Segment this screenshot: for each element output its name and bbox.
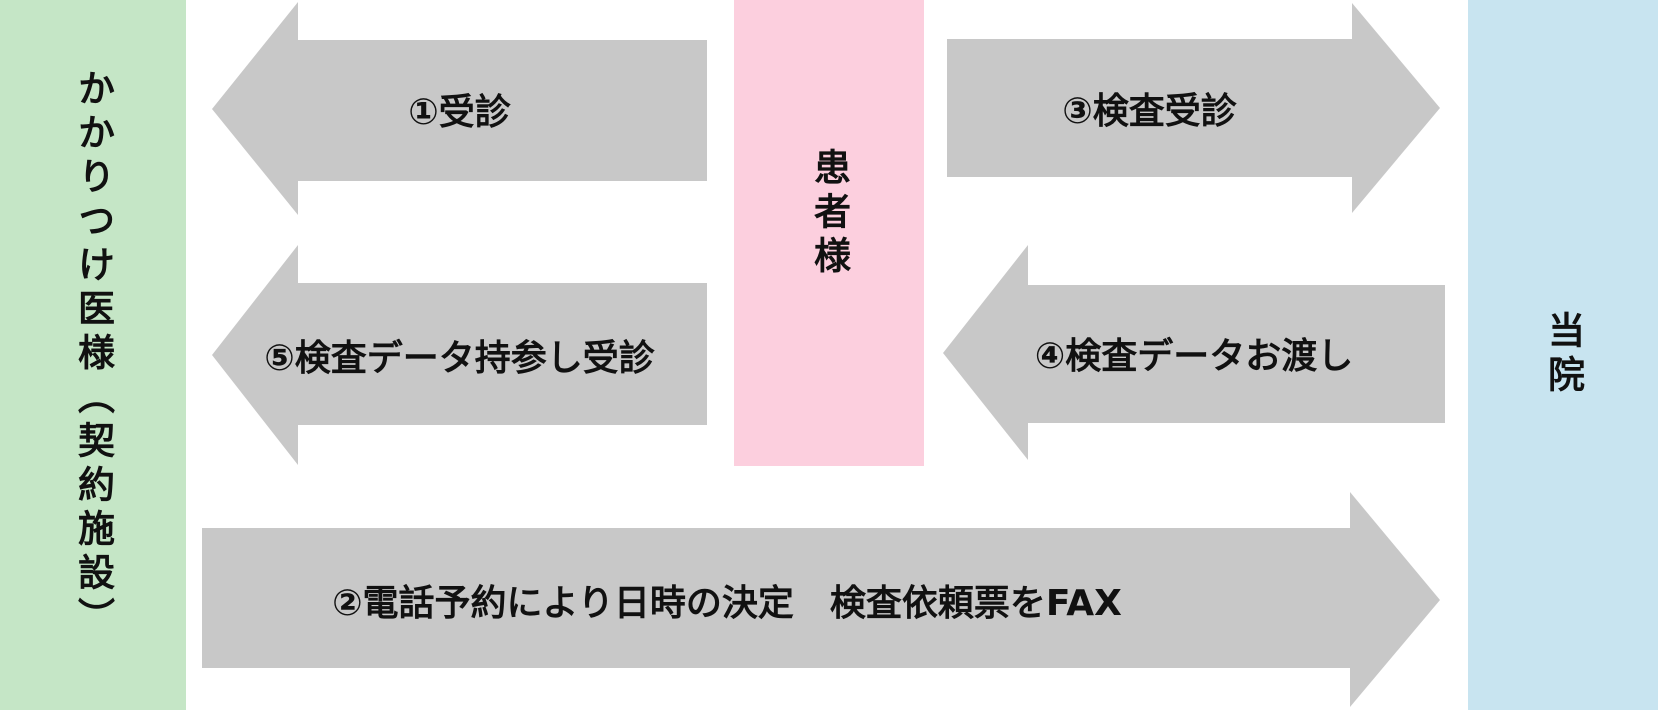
arrow-1-visit: ①受診	[212, 2, 707, 215]
arrow-5-body	[298, 283, 707, 425]
arrow-2-body	[202, 528, 1350, 668]
arrow-left-head-icon	[943, 245, 1028, 460]
arrow-5-label: ⑤検査データ持参し受診	[264, 338, 655, 379]
family-doctor-label: かかりつけ医様（契約施設）	[71, 69, 115, 641]
arrow-right-head-icon	[1352, 3, 1440, 213]
arrow-3-body	[947, 39, 1352, 177]
arrow-left-head-icon	[212, 245, 298, 465]
arrow-3-label: ③検査受診	[1062, 91, 1237, 132]
band-family-doctor: かかりつけ医様（契約施設）	[0, 0, 186, 710]
arrow-right-head-icon	[1350, 492, 1440, 707]
hospital-label: 当院	[1541, 311, 1585, 399]
band-hospital: 当院	[1468, 0, 1658, 710]
arrow-4-body	[1028, 285, 1445, 423]
arrow-2-label: ②電話予約により日時の決定 検査依頼票をFAX	[332, 582, 1122, 624]
arrow-2-phone-reservation-fax: ②電話予約により日時の決定 検査依頼票をFAX	[202, 492, 1440, 707]
arrow-4-label: ④検査データお渡し	[1034, 335, 1354, 377]
band-patient: 患者様	[734, 0, 924, 466]
patient-label: 患者様	[807, 148, 851, 280]
arrow-4-exam-data-handover: ④検査データお渡し	[943, 245, 1445, 460]
arrow-1-label: ①受診	[408, 91, 511, 133]
arrow-3-exam-visit: ③検査受診	[947, 3, 1440, 213]
arrow-left-head-icon	[212, 2, 298, 215]
arrow-5-exam-data-visit: ⑤検査データ持参し受診	[212, 245, 707, 465]
arrow-1-body	[298, 40, 707, 181]
